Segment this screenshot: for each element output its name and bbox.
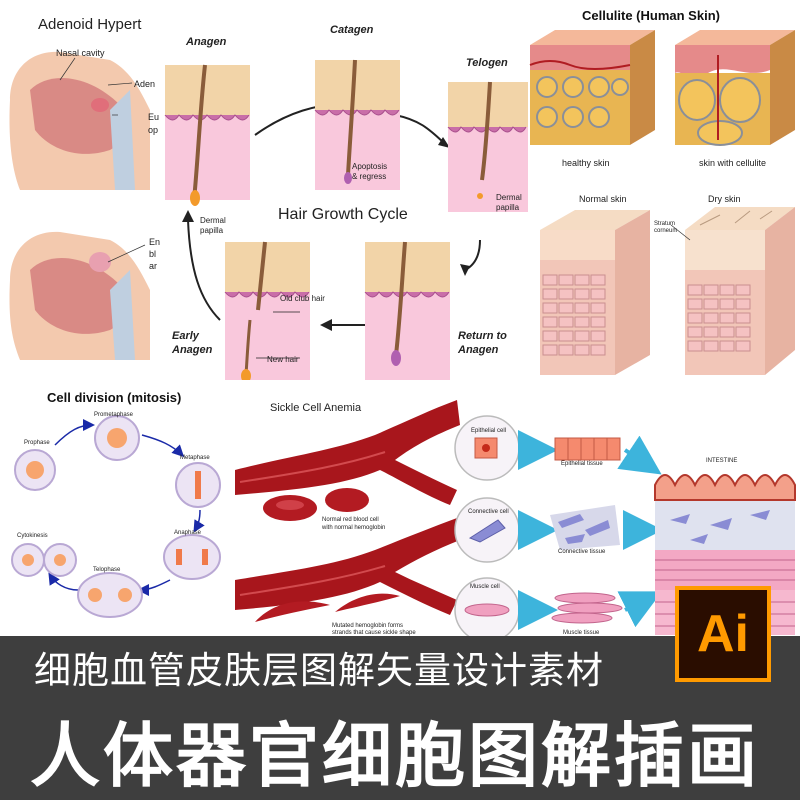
prophase-label: Prophase: [24, 440, 50, 446]
dry-skin-label: Dry skin: [708, 194, 741, 204]
adenoid-label: Aden: [134, 79, 156, 89]
epithelial-tissue-label: Epithelial tissue: [561, 461, 603, 467]
telogen-panel: [447, 81, 528, 212]
intestine-label: INTESTINE: [706, 458, 738, 464]
connective-cell-label: Connective cell: [468, 509, 509, 515]
telogen-dermal-label-2: papilla: [496, 203, 520, 212]
banner-subtitle: 细胞血管皮肤层图解矢量设计素材: [34, 649, 604, 692]
connective-tissue: [550, 505, 620, 550]
muscle-cell-label: Muscle cell: [470, 584, 500, 590]
metaphase-cell: [175, 462, 221, 508]
eustachian-label: Eu: [148, 112, 160, 122]
telogen-dermal-label-1: Dermal: [496, 193, 522, 202]
cellulite-skin-label: skin with cellulite: [699, 158, 767, 168]
stage-anagen: Anagen: [186, 36, 227, 48]
stage-return-to-anagen-2: Anagen: [458, 344, 499, 356]
return-to-anagen-panel: [364, 241, 450, 380]
stage-early-anagen-2: Anagen: [172, 344, 213, 356]
nasal-cavity-label: Nasal cavity: [56, 48, 105, 58]
prometaphase-cell: [94, 415, 140, 461]
ai-logo-text: Ai: [697, 605, 749, 663]
old-club-hair-label: Old club hair: [280, 294, 325, 303]
stage-catagen: Catagen: [330, 24, 374, 36]
muscle-tissue-label: Muscle tissue: [563, 630, 600, 636]
adenoid-illustration: [9, 51, 151, 360]
prophase-cell: [14, 449, 56, 491]
normal-skin-block: [540, 210, 650, 375]
mutated-label-2: strands that cause sickle shape: [332, 630, 416, 636]
cellulite-title: Cellulite (Human Skin): [582, 8, 720, 23]
cellulite-skin-cube: [675, 30, 795, 146]
telophase-cell: [77, 572, 143, 618]
sickle-illustration: [235, 400, 460, 622]
hair-cycle-title: Hair Growth Cycle: [278, 206, 408, 223]
anagen-panel: [164, 64, 250, 206]
enlarged-label-2: bl: [149, 249, 157, 259]
opening-label: op: [148, 125, 159, 135]
mitosis-title: Cell division (mitosis): [47, 390, 182, 405]
cytokinesis-cells: [11, 543, 77, 577]
banner-title: 人体器官细胞图解插画: [30, 715, 760, 797]
catagen-panel: [314, 59, 400, 190]
hair-cycle-illustration: [164, 59, 528, 380]
anaphase-cell: [163, 534, 221, 580]
illustrator-logo-icon: Ai: [675, 586, 771, 682]
anaphase-label: Anaphase: [174, 530, 202, 536]
enlarged-label-1: En: [149, 237, 161, 247]
tissue-illustration: [454, 415, 796, 640]
stratum-label-1: Stratum: [654, 221, 676, 227]
metaphase-label: Metaphase: [180, 455, 210, 461]
new-hair-label: New hair: [267, 355, 299, 364]
cytokinesis-label: Cytokinesis: [17, 533, 48, 539]
mitosis-illustration: [11, 415, 221, 618]
mutated-label-1: Mutated hemoglobin forms: [332, 623, 404, 629]
stage-telogen: Telogen: [466, 57, 508, 69]
muscle-tissue: [551, 592, 623, 624]
early-anagen-panel: [224, 241, 310, 380]
normal-rbc-label-2: with normal hemoglobin: [322, 525, 386, 531]
healthy-skin-label: healthy skin: [562, 158, 610, 168]
connective-tissue-label: Connective tissue: [558, 549, 606, 555]
bottom-banner: [0, 636, 800, 800]
apoptosis-label-2: & regress: [352, 172, 387, 181]
skin-illustrations: [529, 30, 795, 375]
adenoid-title: Adenoid Hypert: [38, 16, 142, 33]
apoptosis-label-1: Apoptosis: [352, 162, 388, 171]
stage-return-to-anagen-1: Return to: [458, 330, 507, 342]
dermal-papilla-label-1: Dermal: [200, 216, 226, 225]
sickle-rbc: [255, 601, 330, 622]
normal-skin-label: Normal skin: [579, 194, 627, 204]
healthy-skin-cube: [529, 30, 655, 145]
epithelial-tissue: [554, 437, 621, 461]
epithelial-cell-label: Epithelial cell: [471, 428, 507, 434]
stage-early-anagen-1: Early: [172, 330, 199, 342]
prometaphase-label: Prometaphase: [94, 412, 134, 418]
enlarged-label-3: ar: [149, 261, 158, 271]
stratum-label-2: corneum: [654, 228, 678, 234]
dry-skin-block: [670, 207, 795, 375]
normal-rbc-label-1: Normal red blood cell: [322, 517, 379, 523]
dermal-papilla-label-2: papilla: [200, 226, 224, 235]
telophase-label: Telophase: [93, 567, 121, 573]
sickle-title: Sickle Cell Anemia: [270, 402, 362, 414]
